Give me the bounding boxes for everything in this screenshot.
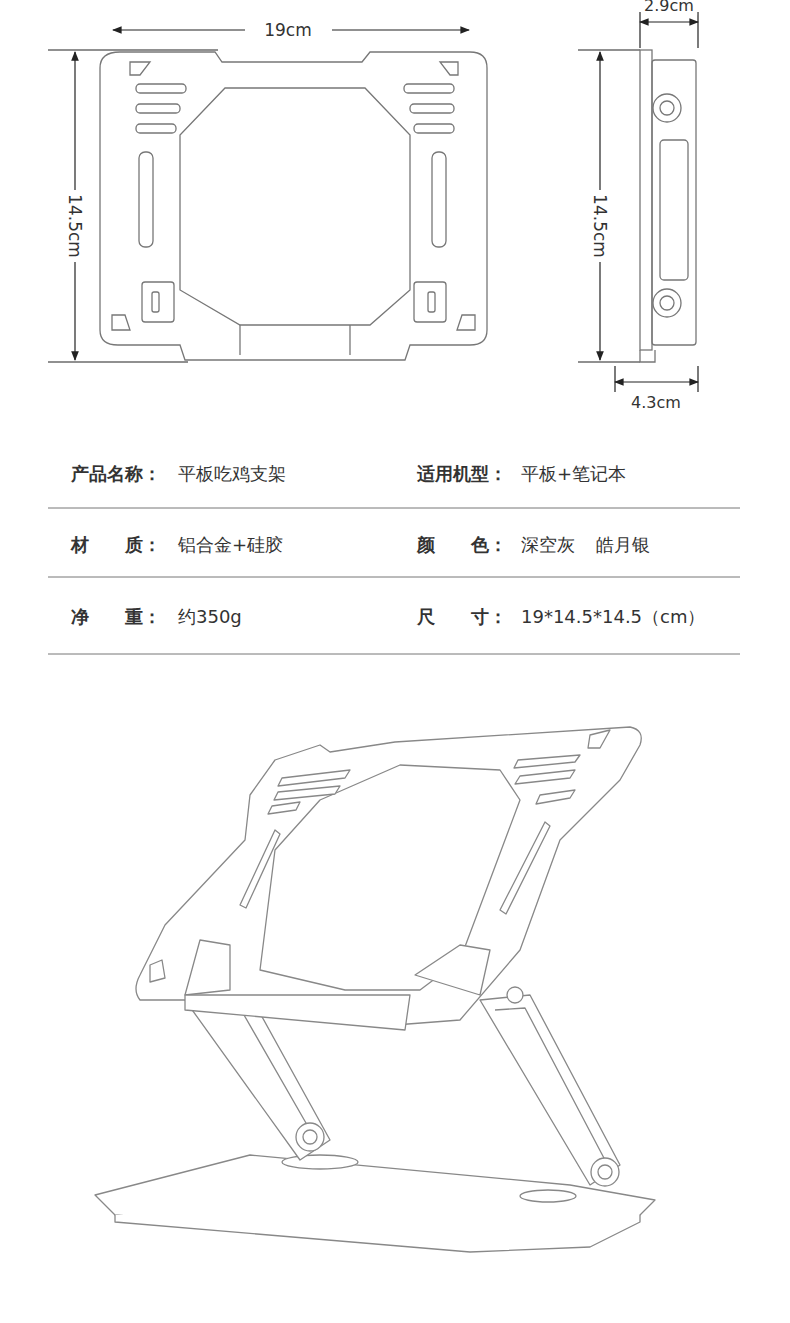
- spec-heading: 材 质：: [68, 534, 164, 556]
- spec-heading: 净 重：: [68, 606, 164, 628]
- spec-value: 约350g: [175, 606, 245, 628]
- spec-value: 平板吃鸡支架: [175, 463, 289, 485]
- spec-value: 铝合金+硅胶: [175, 534, 286, 556]
- spec-value: 深空灰: [518, 534, 578, 556]
- spec-heading: 颜 色：: [414, 534, 510, 556]
- dimension-label: 4.3cm: [628, 393, 684, 412]
- dimension-label: 19cm: [261, 20, 315, 40]
- dimension-label: 14.5cm: [65, 191, 85, 261]
- dimension-label: 14.5cm: [590, 191, 610, 261]
- spec-value: 皓月银: [593, 534, 653, 556]
- spec-value: 平板+笔记本: [518, 463, 629, 485]
- dimension-label: 2.9cm: [641, 0, 697, 16]
- spec-heading: 适用机型：: [414, 463, 510, 485]
- spec-value: 19*14.5*14.5（cm）: [518, 606, 709, 628]
- spec-heading: 尺 寸：: [414, 606, 510, 628]
- spec-heading: 产品名称：: [68, 463, 164, 485]
